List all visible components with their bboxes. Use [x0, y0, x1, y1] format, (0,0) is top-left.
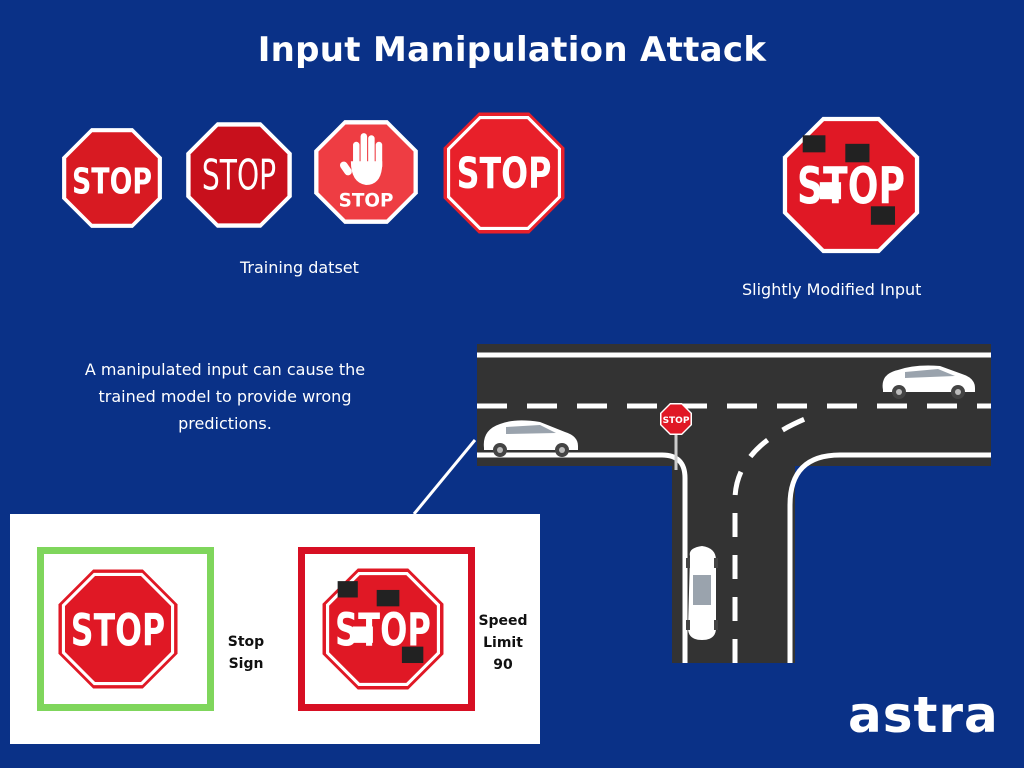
adversarial-patch — [802, 135, 826, 153]
description-text: A manipulated input can cause the traine… — [84, 360, 366, 433]
callout-line — [412, 439, 477, 515]
roadside-stop-sign: STOP — [660, 403, 692, 435]
modified-stop-sign: STOP — [782, 116, 920, 254]
adversarial-patch — [376, 589, 400, 607]
modified-caption: Slightly Modified Input — [742, 280, 922, 299]
training-stop-sign-4: STOP — [443, 112, 565, 234]
car-left — [483, 420, 578, 457]
page-title: Input Manipulation Attack — [257, 30, 767, 70]
hand-icon — [339, 133, 383, 185]
adversarial-patch — [401, 646, 424, 664]
correct-frame — [37, 547, 214, 711]
clean-stop-sign: STOP — [58, 569, 178, 689]
adversarial-patch — [819, 182, 842, 200]
stop-text: STOP — [71, 605, 165, 657]
stop-text: STOP — [663, 416, 690, 426]
adversarial-patch — [352, 626, 373, 643]
adversarial-patch — [337, 581, 358, 598]
adversarial-patch — [845, 143, 870, 163]
wrong-frame — [298, 547, 475, 711]
classification-panel: STOP Stop Sign STOP Speed Limit 90 — [10, 514, 540, 744]
stop-sign-label: Stop Sign — [227, 634, 265, 672]
training-stop-sign-2: STOP — [186, 122, 292, 228]
car-vertical — [686, 546, 718, 640]
training-stop-hand-sign: STOP — [314, 120, 418, 224]
car-right — [882, 365, 975, 399]
speed-limit-label: Speed Limit 90 — [478, 613, 528, 673]
adversarial-patch — [870, 206, 896, 225]
training-caption: Training datset — [240, 258, 359, 277]
stop-text: STOP — [72, 162, 152, 203]
stop-text: STOP — [202, 152, 276, 200]
stop-text: STOP — [339, 191, 394, 212]
training-stop-sign-1: STOP — [62, 128, 162, 228]
astra-logo: astra — [848, 686, 999, 744]
stop-text: STOP — [457, 149, 552, 199]
patched-stop-sign: STOP — [322, 568, 444, 690]
